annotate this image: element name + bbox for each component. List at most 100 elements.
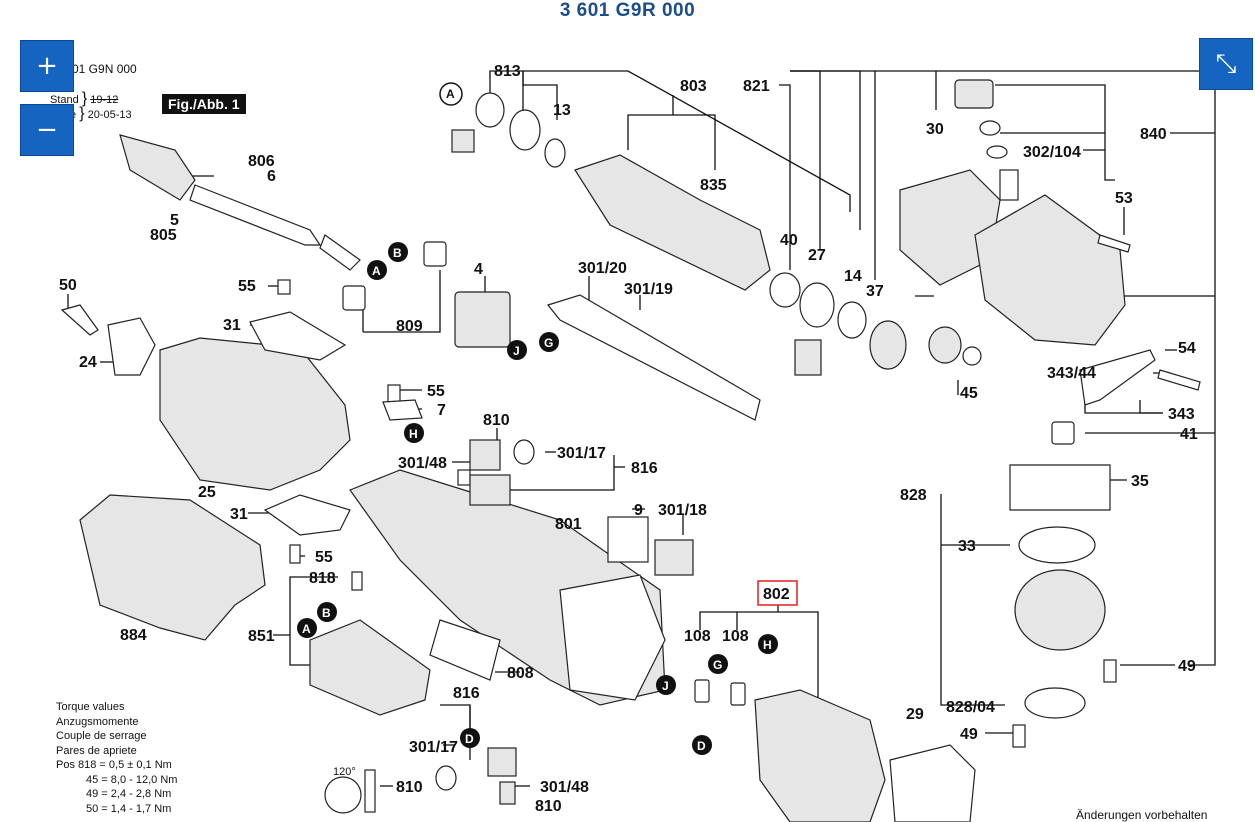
marker-d-brush: D: [465, 732, 474, 746]
callout-27: 27: [808, 247, 826, 264]
callout-301-48-a: 301/48: [398, 455, 447, 472]
plus-icon: +: [36, 51, 58, 81]
callout-301-18: 301/18: [658, 502, 707, 519]
callout-labels: 813 803 821 13 835 30 840 302/104 53 806…: [59, 63, 1198, 815]
torque-pos: 50 =: [86, 802, 108, 815]
callout-806: 806: [248, 153, 275, 170]
torque-values-table: Torque values Anzugsmomente Couple de se…: [56, 700, 177, 816]
callout-835: 835: [700, 177, 727, 194]
torque-heading-en: Torque values: [56, 701, 125, 713]
torque-heading-de: Anzugsmomente: [56, 715, 139, 728]
marker-h-stator: H: [763, 638, 772, 652]
callout-818: 818: [309, 570, 336, 587]
torque-value: 0,5 ± 0,1 Nm: [108, 759, 172, 771]
changes-reserved-note: Änderungen vorbehalten: [1076, 808, 1208, 822]
callout-343: 343: [1168, 406, 1195, 423]
marker-g-switch: G: [544, 336, 553, 350]
callout-55-c: 55: [315, 549, 333, 566]
callout-5: 5: [170, 212, 179, 229]
parts-artwork: [60, 79, 1201, 822]
callout-802: 802: [763, 586, 790, 603]
torque-pos: Pos 818 =: [56, 759, 106, 771]
stand-label: Stand: [50, 94, 79, 106]
callout-301-20: 301/20: [578, 260, 627, 277]
callout-45: 45: [960, 385, 978, 402]
marker-d-stator: D: [697, 739, 706, 753]
callout-805: 805: [150, 227, 177, 244]
callout-4: 4: [474, 261, 483, 278]
callout-108-a: 108: [684, 628, 711, 645]
callout-9: 9: [634, 502, 643, 519]
torque-pos: 49 =: [86, 788, 108, 800]
callout-301-17-a: 301/17: [557, 445, 606, 462]
callout-803: 803: [680, 78, 707, 95]
torque-row: 50 = 1,4 - 1,7 Nm: [56, 802, 177, 817]
marker-b-851: B: [322, 606, 331, 620]
marker-h-brush: H: [409, 427, 418, 441]
torque-value: 1,4 - 1,7 Nm: [110, 802, 172, 815]
callout-7: 7: [437, 402, 446, 419]
marker-b-cord: B: [393, 246, 402, 260]
marker-j-switch: J: [513, 344, 520, 358]
callout-301-19: 301/19: [624, 281, 673, 298]
callout-828: 828: [900, 487, 927, 504]
torque-value: 2,4 - 2,8 Nm: [110, 788, 172, 800]
callout-31-b: 31: [230, 506, 248, 523]
callout-54: 54: [1178, 340, 1196, 357]
callout-301-17-b: 301/17: [409, 739, 458, 756]
marker-j-stator: J: [662, 679, 669, 693]
angle-label: 120°: [333, 766, 356, 778]
torque-pos: 45 =: [86, 773, 108, 786]
document-number: 01 G9N 000: [72, 62, 137, 76]
highlight-box-802: [757, 580, 798, 606]
zoom-out-button[interactable]: −: [20, 104, 74, 156]
torque-heading-es: Pares de apriete: [56, 744, 137, 757]
callout-53: 53: [1115, 190, 1133, 207]
callout-301-48-b: 301/48: [540, 779, 589, 796]
callout-6: 6: [267, 168, 276, 185]
callout-31-a: 31: [223, 317, 241, 334]
callout-884: 884: [120, 627, 147, 644]
collapse-icon: ⤡: [1215, 48, 1237, 79]
callout-41: 41: [1180, 426, 1198, 443]
callout-49-a: 49: [1178, 658, 1196, 675]
callout-810-c: 810: [535, 798, 562, 815]
callout-55-a: 55: [238, 278, 256, 295]
stand-new-date: 20-05-13: [87, 109, 132, 121]
torque-row: 45 = 8,0 - 12,0 Nm: [56, 773, 177, 788]
torque-heading-fr: Couple de serrage: [56, 730, 147, 742]
callout-35: 35: [1131, 473, 1149, 490]
callout-29: 29: [906, 706, 924, 723]
torque-row: 49 = 2,4 - 2,8 Nm: [56, 787, 177, 802]
marker-a-top: A: [446, 87, 455, 101]
callout-821: 821: [743, 78, 770, 95]
figure-label: Fig./Abb. 1: [162, 94, 246, 114]
callout-30: 30: [926, 121, 944, 138]
marker-a-851: A: [302, 622, 311, 636]
marker-g-stator: G: [713, 658, 722, 672]
callout-808: 808: [507, 665, 534, 682]
torque-row: Pos 818 = 0,5 ± 0,1 Nm: [56, 758, 177, 773]
callout-55-b: 55: [427, 383, 445, 400]
stand-old-date: 19-12: [90, 94, 119, 106]
callout-813: 813: [494, 63, 521, 80]
page-title: 3 601 G9R 000: [559, 0, 696, 21]
callout-14: 14: [844, 268, 862, 285]
callout-816-a: 816: [631, 460, 658, 477]
zoom-in-button[interactable]: +: [20, 40, 74, 92]
callout-816-b: 816: [453, 685, 480, 702]
callout-37: 37: [866, 283, 884, 300]
marker-a-cord: A: [372, 264, 381, 278]
callout-40: 40: [780, 232, 798, 249]
callout-24: 24: [79, 354, 97, 371]
assembly-markers: A B A G J H B A H G J D D: [297, 82, 778, 755]
callout-809: 809: [396, 318, 423, 335]
collapse-button[interactable]: ⤡: [1199, 38, 1253, 90]
minus-icon: −: [36, 115, 58, 145]
callout-25: 25: [198, 484, 216, 501]
callout-828-04: 828/04: [946, 699, 995, 716]
callout-810-b: 810: [396, 779, 423, 796]
callout-50: 50: [59, 277, 77, 294]
